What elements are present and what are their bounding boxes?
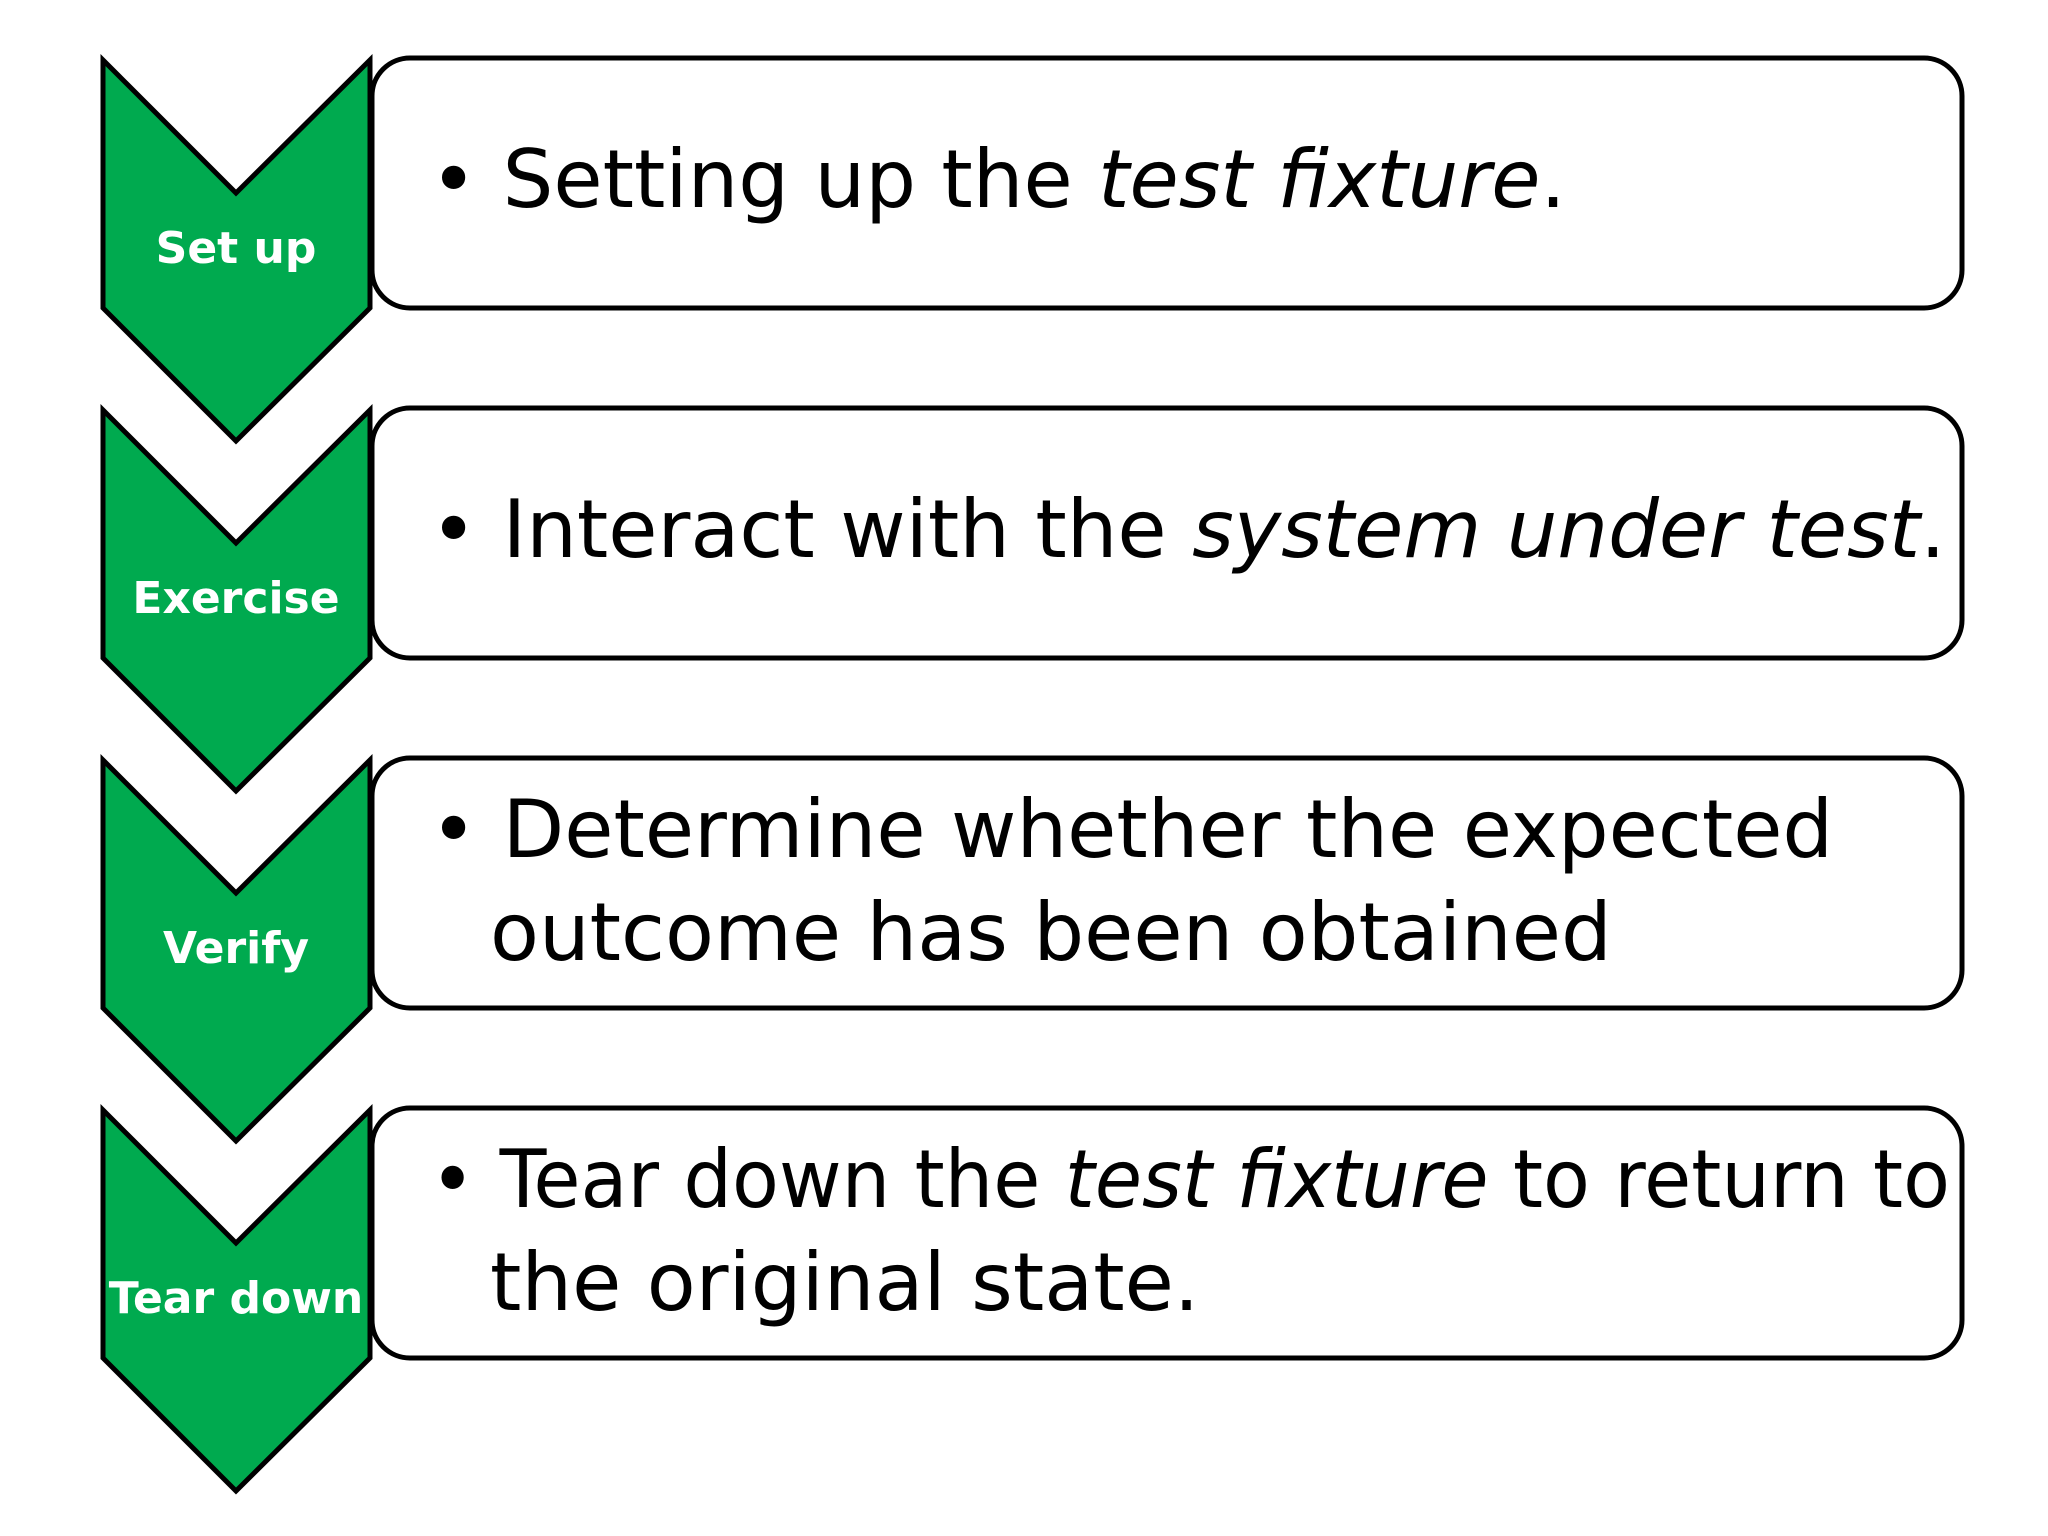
bullet-dot: • [430,1133,500,1226]
step-tear-down-text: • Tear down the test fixture to return t… [430,1133,1950,1226]
step-tear-down-text-line2: the original state. [490,1236,1199,1329]
step-set-up: Set up • Setting up the test fixture. [100,53,1965,445]
bullet-dot: • [430,483,503,576]
step-tear-down: Tear down • Tear down the test fixture t… [100,1103,1965,1495]
step-verify-label: Verify [163,923,309,974]
step-set-up-chevron [100,53,373,445]
bullet-dot: • [430,133,503,226]
step-tear-down-label: Tear down [109,1273,363,1324]
bullet-dot: • [430,783,503,876]
step-tear-down-chevron [100,1103,373,1495]
step-verify-text: • Determine whether the expected [430,783,1833,876]
step-set-up-label: Set up [156,223,317,274]
step-exercise-text: • Interact with the system under test. [430,483,1946,576]
step-exercise: Exercise • Interact with the system unde… [100,403,1965,795]
step-exercise-chevron [100,403,373,795]
step-verify-chevron [100,753,373,1145]
step-verify-text-line2: outcome has been obtained [490,886,1612,979]
step-verify: Verify • Determine whether the expected … [100,753,1965,1145]
step-exercise-label: Exercise [132,573,339,624]
step-set-up-text: • Setting up the test fixture. [430,133,1566,226]
